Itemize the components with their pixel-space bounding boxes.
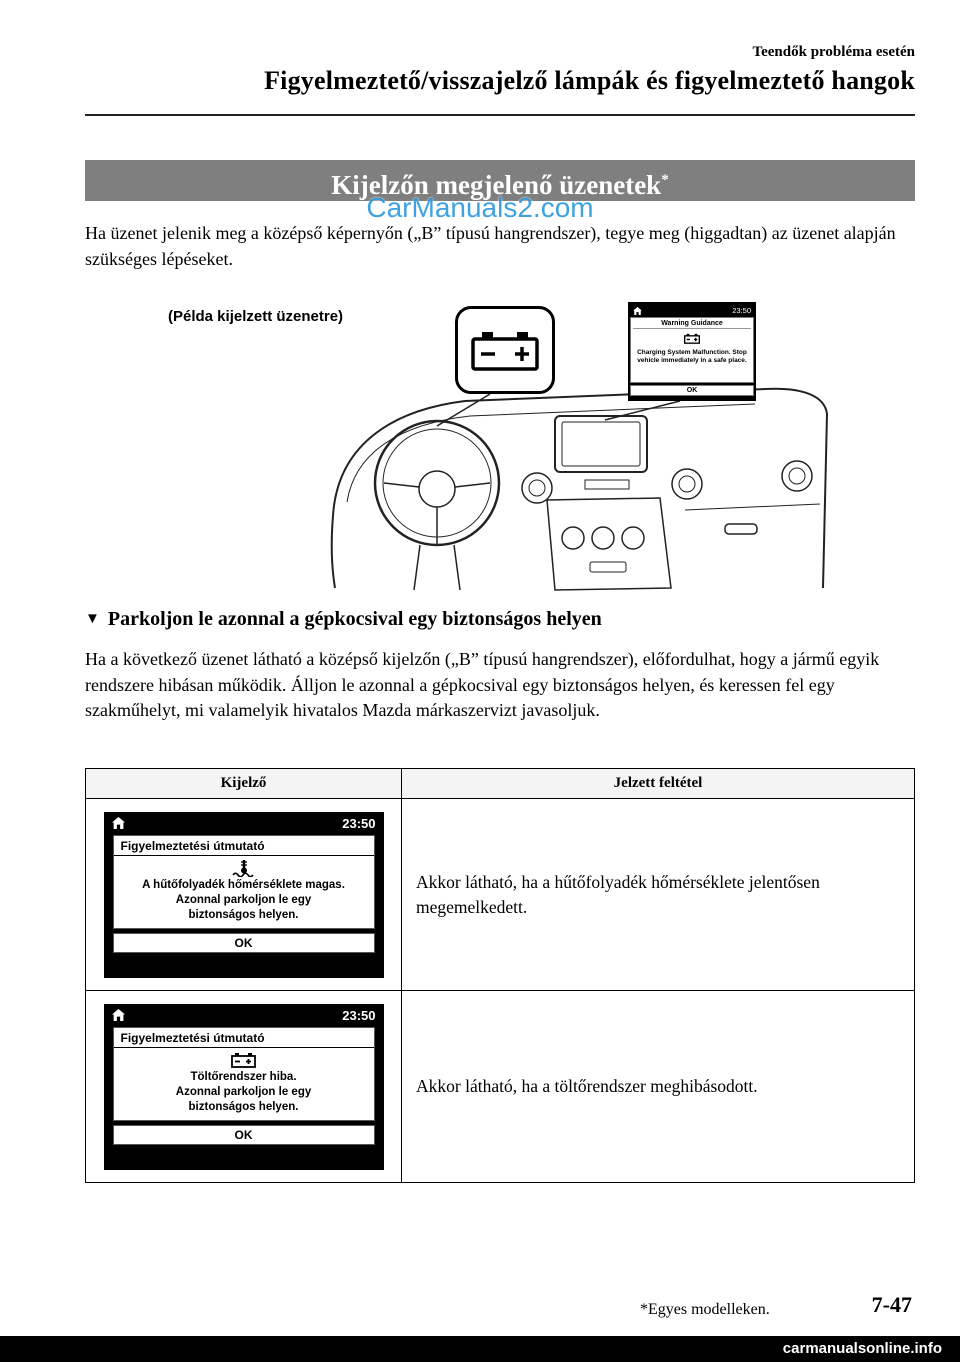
display-body: Töltőrendszer hiba. Azonnal parkoljon le… bbox=[114, 1048, 374, 1121]
section-banner-text: Kijelzőn megjelenő üzenetek bbox=[331, 170, 662, 200]
coolant-temperature-icon bbox=[118, 859, 370, 878]
display-panel: Figyelmeztetési útmutató Töltőrendszer h… bbox=[112, 1026, 375, 1122]
battery-icon bbox=[633, 331, 751, 349]
column-header-display: Kijelző bbox=[85, 768, 402, 799]
condition-cell: Akkor látható, ha a töltőrendszer meghib… bbox=[401, 990, 915, 1183]
example-display-title: Warning Guidance bbox=[633, 319, 751, 329]
section-banner: Kijelzőn megjelenő üzenetek* bbox=[85, 160, 915, 201]
page-number: 7-47 bbox=[871, 1292, 912, 1317]
display-message: A hűtőfolyadék hőmérséklete magas. Azonn… bbox=[142, 878, 345, 922]
example-display-panel: Warning Guidance Charging System Malfunc… bbox=[630, 317, 754, 383]
display-cell-charging: 23:50 Figyelmeztetési útmutató Töltőrend… bbox=[85, 990, 402, 1183]
center-display-charging: 23:50 Figyelmeztetési útmutató Töltőrend… bbox=[103, 1003, 384, 1170]
footnote: *Egyes modelleken. bbox=[640, 1301, 770, 1318]
condition-cell: Akkor látható, ha a hűtőfolyadék hőmérsé… bbox=[401, 798, 915, 991]
example-display-ok-button: OK bbox=[630, 385, 754, 396]
subsection-title: Parkoljon le azonnal a gépkocsival egy b… bbox=[107, 608, 602, 630]
display-panel: Figyelmeztetési útmutató A hűtőfolyadék … bbox=[112, 834, 375, 930]
section-banner-asterisk: * bbox=[661, 172, 669, 188]
home-icon bbox=[111, 1009, 125, 1021]
display-time: 23:50 bbox=[342, 1007, 376, 1023]
home-icon bbox=[111, 817, 125, 829]
dashboard-illustration: (Példa kijelzett üzenetre) 23:50 Warning… bbox=[85, 298, 915, 598]
section-marker-icon: ▼ bbox=[85, 611, 100, 627]
display-cell-coolant: 23:50 Figyelmeztetési útmutató A hűtőfol… bbox=[85, 798, 402, 991]
display-statusbar: 23:50 bbox=[104, 1004, 384, 1027]
table-row: 23:50 Figyelmeztetési útmutató Töltőrend… bbox=[85, 990, 915, 1183]
charging-system-battery-icon bbox=[118, 1051, 370, 1070]
page-title: Figyelmeztető/visszajelző lámpák és figy… bbox=[264, 66, 915, 95]
example-caption: (Példa kijelzett üzenetre) bbox=[168, 308, 344, 325]
example-display-statusbar: 23:50 bbox=[630, 304, 754, 317]
dashboard-line-art bbox=[330, 387, 829, 591]
title-divider bbox=[85, 114, 915, 116]
column-header-condition: Jelzett feltétel bbox=[401, 768, 915, 799]
breadcrumb: Teendők probléma esetén bbox=[752, 44, 915, 60]
subsection-paragraph: Ha a következő üzenet látható a középső … bbox=[85, 649, 880, 721]
home-icon bbox=[633, 306, 642, 315]
battery-warning-callout bbox=[455, 306, 555, 394]
warning-message-table: Kijelző Jelzett feltétel 23:50 Figyelmez… bbox=[85, 768, 915, 1183]
display-body: A hűtőfolyadék hőmérséklete magas. Azonn… bbox=[114, 856, 374, 929]
display-ok-button: OK bbox=[112, 1125, 375, 1146]
example-center-display: 23:50 Warning Guidance Charging System M… bbox=[628, 302, 756, 401]
display-message: Töltőrendszer hiba. Azonnal parkoljon le… bbox=[175, 1070, 312, 1114]
watermark-bottom: carmanualsonline.info bbox=[0, 1336, 960, 1362]
subsection-heading: ▼ Parkoljon le azonnal a gépkocsival egy … bbox=[85, 608, 602, 631]
battery-icon bbox=[471, 332, 539, 371]
table-header-row: Kijelző Jelzett feltétel bbox=[85, 768, 915, 799]
example-display-time: 23:50 bbox=[732, 306, 751, 315]
intro-paragraph: Ha üzenet jelenik meg a középső képernyő… bbox=[85, 223, 896, 269]
display-ok-button: OK bbox=[112, 933, 375, 954]
display-title: Figyelmeztetési útmutató bbox=[113, 1028, 374, 1048]
display-title: Figyelmeztetési útmutató bbox=[113, 836, 374, 856]
example-display-message: Charging System Malfunction. Stop vehicl… bbox=[637, 349, 747, 365]
display-statusbar: 23:50 bbox=[104, 812, 384, 835]
center-display-coolant: 23:50 Figyelmeztetési útmutató A hűtőfol… bbox=[103, 811, 384, 978]
table-row: 23:50 Figyelmeztetési útmutató A hűtőfol… bbox=[85, 798, 915, 991]
display-time: 23:50 bbox=[342, 815, 376, 831]
